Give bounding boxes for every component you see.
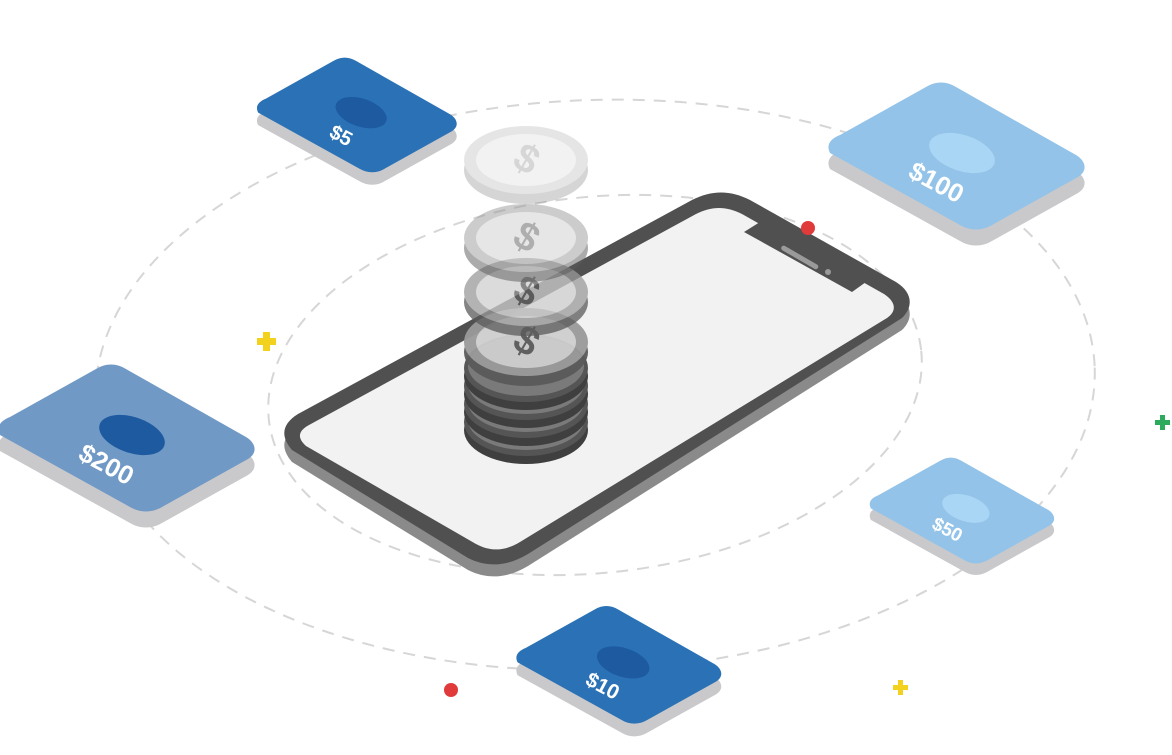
red-dot-sparkle [444,683,458,697]
banknotes: $5 $100 $200 $50 $10 [0,57,1085,737]
banknote-hundred: $100 [828,82,1085,246]
sparkles [257,221,1170,697]
banknote-ten: $10 [516,606,722,737]
inner-orbit-ring [267,193,923,577]
yellow-plus-sparkle [893,680,908,695]
orbit-rings [94,98,1096,672]
phone-notch [744,222,866,292]
banknote-oval [335,96,387,129]
yellow-plus-sparkle [257,332,276,351]
phone-speaker [781,245,819,270]
banknote-fifty: $50 [869,457,1055,575]
banknote-five: $5 [256,57,457,185]
coin-floating: $ [464,204,588,282]
coin-floating: $ [464,126,588,204]
smartphone [284,192,910,577]
outer-orbit-ring [94,98,1096,672]
phone-screen [299,208,894,550]
banknote-oval [596,646,650,679]
banknote-oval [929,132,995,174]
banknote-oval [99,414,165,456]
banknote-oval [942,493,990,523]
coin-stack: $$$$ [464,126,588,464]
green-plus-sparkle [1155,415,1170,430]
phone-camera [825,269,831,275]
red-dot-sparkle [801,221,815,235]
banknote-two-hundred: $200 [0,364,255,528]
